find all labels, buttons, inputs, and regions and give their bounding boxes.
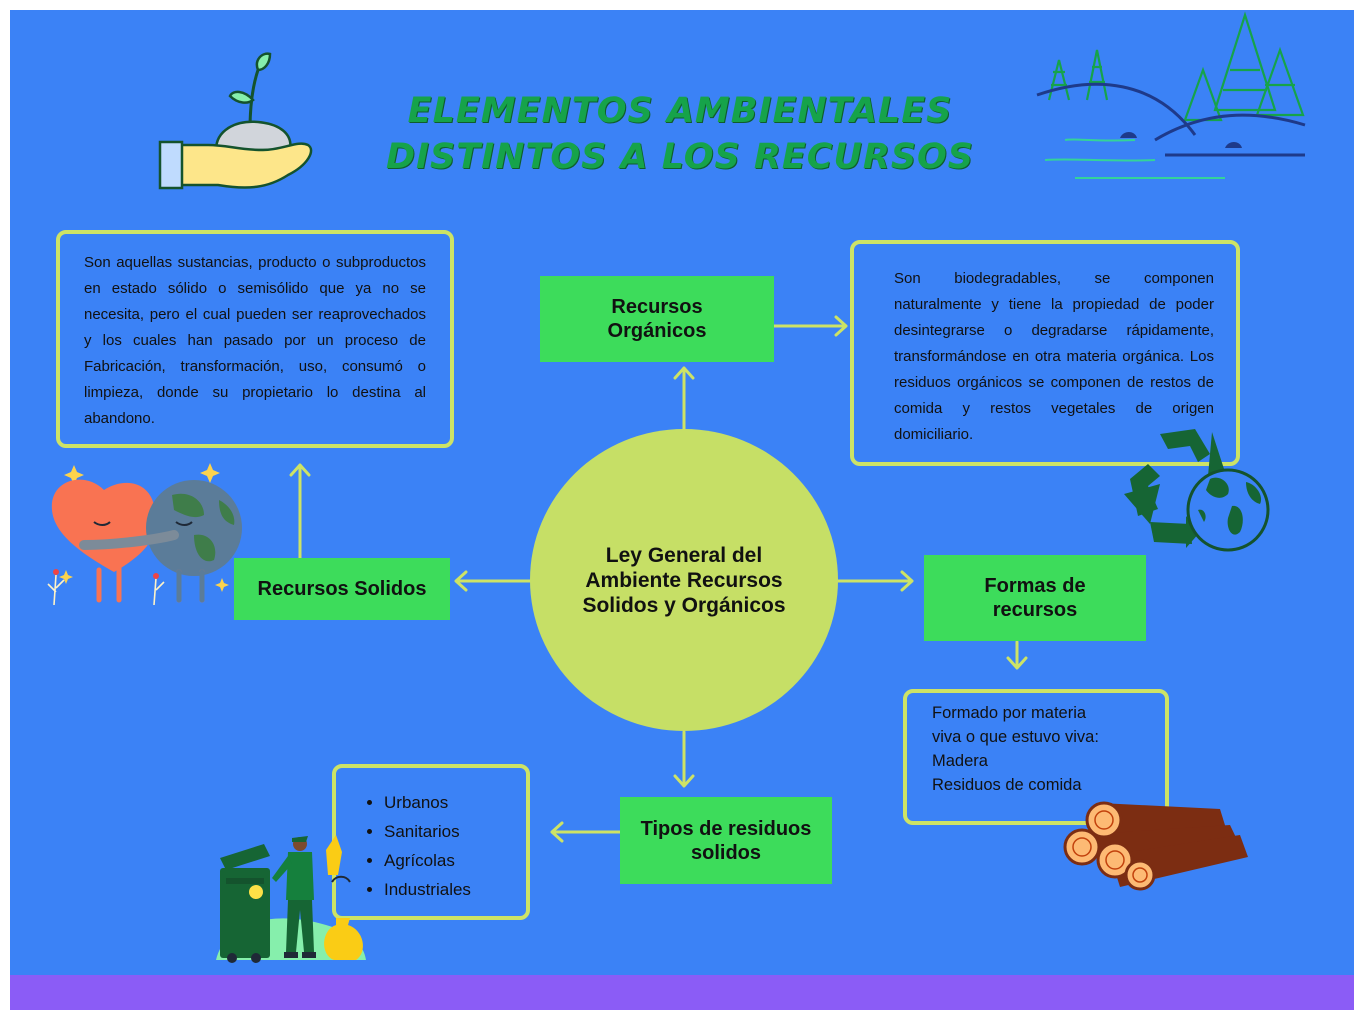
node-recursos-solidos: Recursos Solidos (234, 558, 450, 620)
infographic-canvas: ELEMENTOS AMBIENTALES DISTINTOS A LOS RE… (10, 10, 1354, 1010)
forest-landscape-icon (1036, 11, 1306, 179)
node-tipos-de-residuos: Tipos de residuos solidos (620, 797, 832, 884)
definition-box-organicos: Son biodegradables, se componen naturalm… (850, 240, 1240, 466)
definition-box-formas: Formado por materia viva o que estuvo vi… (903, 689, 1169, 825)
list-item: Agrícolas (384, 846, 526, 875)
page-title: ELEMENTOS AMBIENTALES DISTINTOS A LOS RE… (385, 91, 975, 177)
formas-line-4: Residuos de comida (932, 776, 1082, 794)
connector-arrows (289, 315, 1028, 843)
central-topic-circle: Ley General del Ambiente Recursos Solido… (530, 429, 838, 731)
list-item: Urbanos (384, 788, 526, 817)
hand-plant-icon (158, 52, 313, 190)
tipos-list: Urbanos Sanitarios Agrícolas Industriale… (336, 788, 526, 904)
list-item: Sanitarios (384, 817, 526, 846)
formas-line-1: Formado por materia (932, 704, 1087, 722)
bottom-band (10, 975, 1354, 1010)
formas-line-2: viva o que estuvo viva: (932, 728, 1099, 746)
wood-logs-icon (1063, 801, 1248, 891)
central-topic-text: Ley General del Ambiente Recursos Solido… (582, 543, 786, 617)
node-recursos-organicos: Recursos Orgánicos (540, 276, 774, 362)
node-formas-de-recursos: Formas de recursos (924, 555, 1146, 641)
recycle-globe-icon (1124, 429, 1270, 552)
definition-box-solidos: Son aquellas sustancias, producto o subp… (56, 230, 454, 448)
list-item: Industriales (384, 875, 526, 904)
heart-earth-hug-icon (47, 463, 252, 606)
waste-worker-icon (216, 835, 366, 963)
formas-line-3: Madera (932, 752, 988, 770)
